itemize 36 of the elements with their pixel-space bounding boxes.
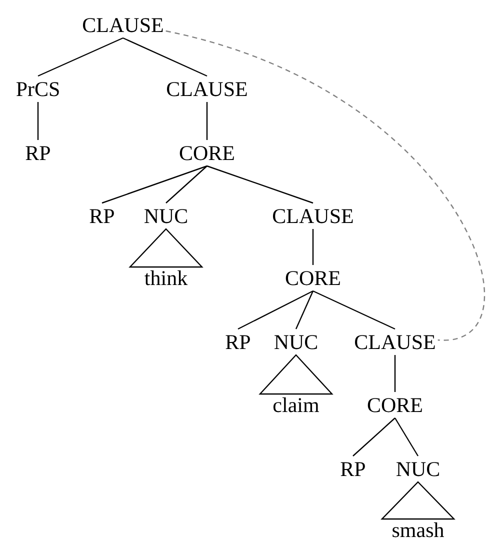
triangle-connector: [258, 354, 334, 395]
category-label: NUC: [396, 458, 440, 480]
category-label: RP: [225, 331, 251, 353]
triangle-connector: [128, 228, 204, 268]
category-label: RP: [25, 142, 51, 164]
tree-branch-line: [206, 165, 314, 204]
tree-branch-line: [37, 102, 39, 140]
word-label: claim: [272, 394, 320, 416]
category-label: PrCS: [16, 78, 60, 100]
tree-branch-line: [38, 37, 124, 77]
tree-branch-line: [295, 290, 314, 330]
category-label: CLAUSE: [354, 331, 436, 353]
tree-branch-line: [102, 165, 208, 204]
triangle-connector: [380, 481, 456, 520]
category-label: CORE: [179, 142, 235, 164]
category-label: RP: [340, 458, 366, 480]
tree-branch-line: [238, 290, 314, 330]
tree-branch-line: [352, 418, 396, 456]
category-label: CLAUSE: [272, 205, 354, 227]
category-label: CORE: [367, 394, 423, 416]
tree-branch-line: [122, 37, 208, 77]
dashed-curve-connector: [166, 30, 484, 341]
tree-branch-line: [394, 355, 396, 392]
tree-branch-line: [166, 166, 208, 204]
tree-branch-line: [206, 102, 208, 140]
category-label: NUC: [274, 331, 318, 353]
word-label: think: [144, 267, 188, 289]
tree-branch-line: [312, 290, 396, 330]
tree-branch-line: [312, 229, 314, 265]
category-label: CORE: [285, 267, 341, 289]
category-label: CLAUSE: [166, 78, 248, 100]
category-label: RP: [89, 205, 115, 227]
category-label: CLAUSE: [82, 14, 164, 36]
category-label: NUC: [144, 205, 188, 227]
word-label: smash: [392, 519, 444, 541]
tree-branch-line: [394, 418, 419, 456]
